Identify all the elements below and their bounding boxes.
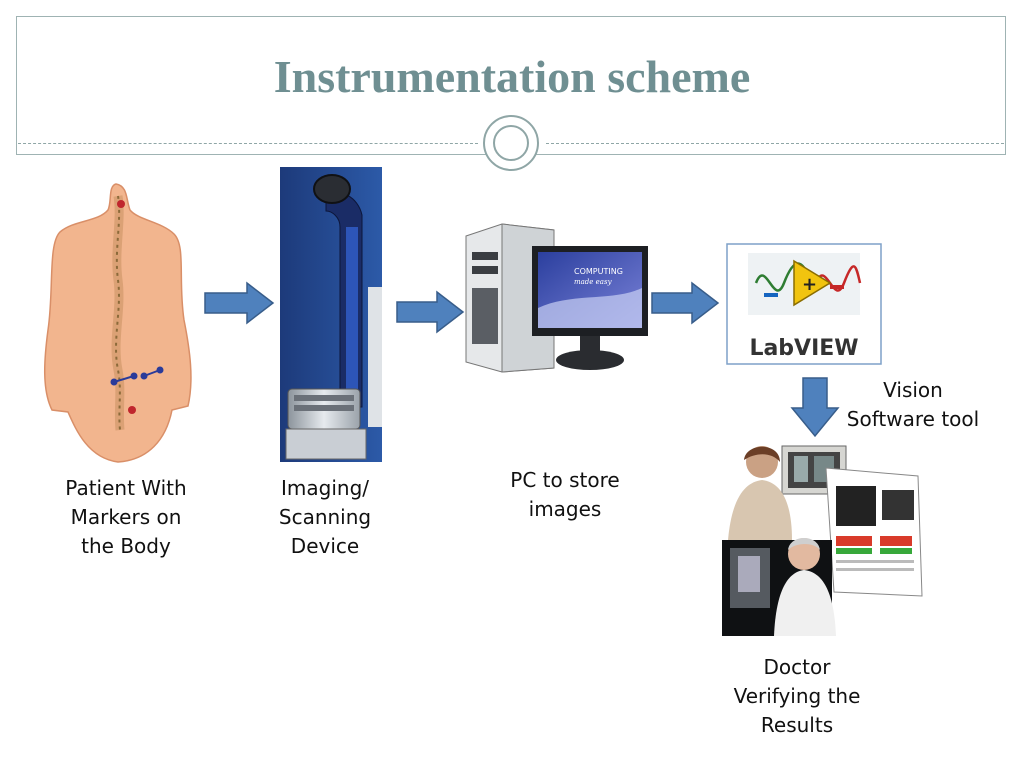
marker-dot [117, 200, 125, 208]
divider-ring-inner [493, 125, 529, 161]
label-vision-software: Vision Software tool [838, 376, 988, 434]
slide-title: Instrumentation scheme [273, 51, 751, 102]
label-line: Vision [883, 378, 943, 402]
svg-text:+: + [802, 274, 817, 295]
label-line: Doctor [763, 655, 831, 679]
title-divider-left [18, 143, 478, 144]
label-line: Scanning [278, 505, 372, 529]
arrow-imaging-to-pc [396, 290, 465, 334]
title-divider-right [546, 143, 1004, 144]
labview-logo: + LabVIEW [726, 243, 882, 365]
doctor-verifying-photo [722, 440, 924, 636]
marker-dot [128, 406, 136, 414]
label-line: Imaging/ [281, 476, 369, 500]
label-line: Markers on [70, 505, 182, 529]
arrow-pc-to-labview [651, 281, 720, 325]
label-line: Results [760, 713, 834, 737]
label-doctor: Doctor Verifying the Results [712, 653, 882, 740]
patient-back-illustration [44, 183, 192, 463]
label-line: images [528, 497, 602, 521]
arrow-labview-to-doctor [790, 377, 840, 438]
arrow-patient-to-imaging [204, 281, 275, 325]
label-pc: PC to store images [490, 466, 640, 524]
monitor-screen-brand: COMPUTING [574, 267, 623, 276]
label-line: Verifying the [733, 684, 861, 708]
pc-tower-and-monitor-photo: COMPUTING made easy [465, 223, 648, 373]
monitor-screen-tagline: made easy [574, 278, 613, 286]
label-patient: Patient With Markers on the Body [46, 474, 206, 561]
scanning-device-photo [280, 167, 382, 462]
label-imaging-device: Imaging/ Scanning Device [255, 474, 395, 561]
label-line: PC to store [510, 468, 620, 492]
label-line: the Body [81, 534, 171, 558]
label-line: Software tool [846, 407, 980, 431]
divider-ring-ornament [483, 115, 539, 171]
labview-wordmark: LabVIEW [749, 336, 858, 361]
label-line: Device [290, 534, 360, 558]
label-line: Patient With [65, 476, 187, 500]
